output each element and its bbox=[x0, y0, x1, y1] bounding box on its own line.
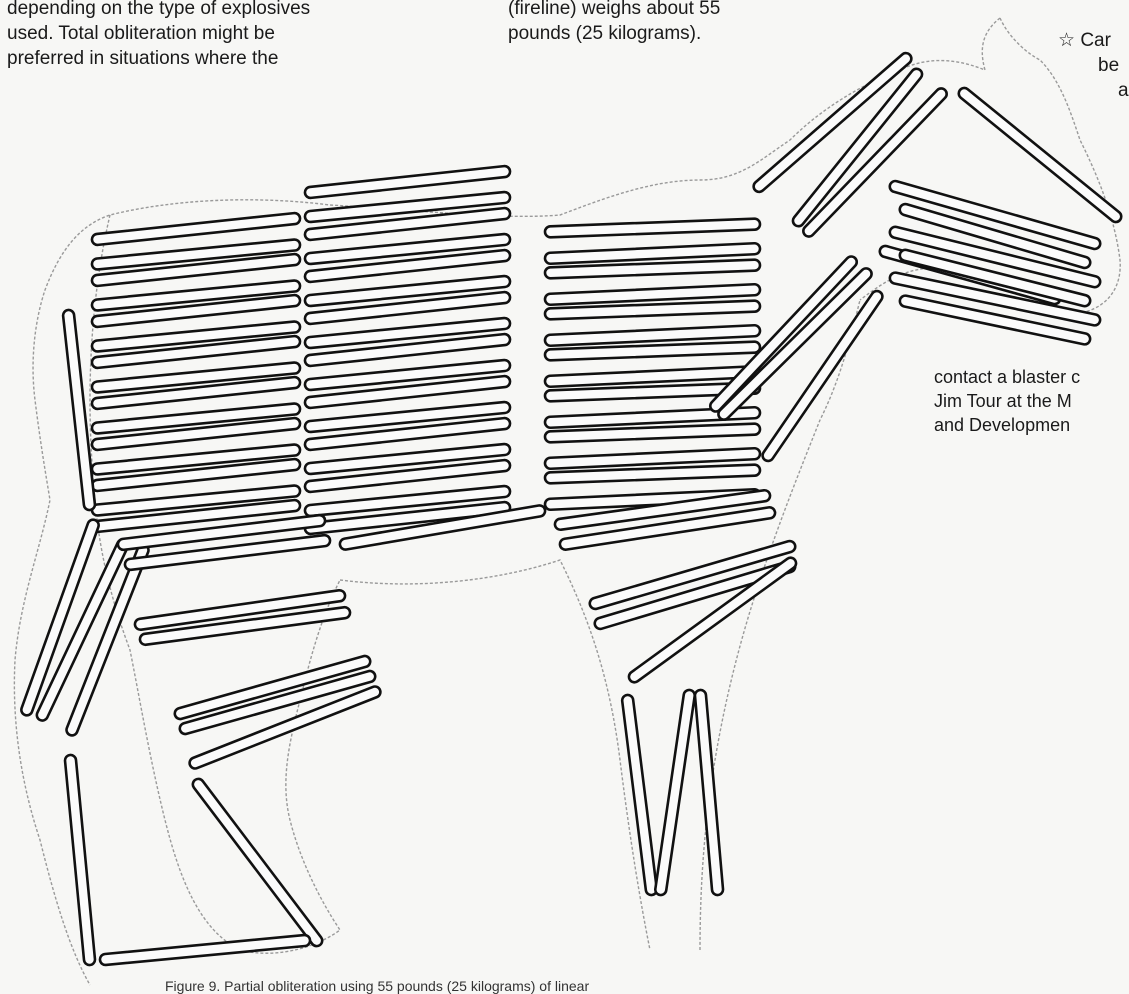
explosive-sticks bbox=[20, 51, 1124, 966]
explosive-stick bbox=[655, 689, 696, 896]
explosive-stick bbox=[65, 754, 96, 965]
explosive-stick bbox=[99, 935, 310, 966]
explosive-stick bbox=[622, 694, 658, 895]
explosive-stick bbox=[957, 86, 1124, 225]
explosive-stick bbox=[91, 213, 300, 246]
explosive-stick bbox=[695, 690, 724, 896]
explosive-stick bbox=[545, 219, 760, 238]
